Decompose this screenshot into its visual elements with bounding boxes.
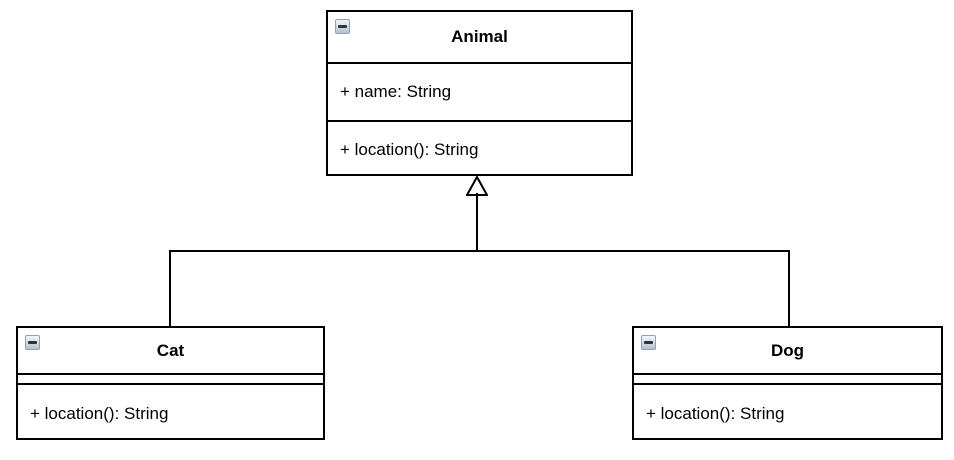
methods-compartment-dog: + location(): String (634, 383, 941, 442)
collapse-minus-icon[interactable] (335, 19, 350, 34)
methods-compartment-cat: + location(): String (18, 383, 323, 442)
class-name-dog: Dog (770, 340, 805, 360)
minus-bar (338, 25, 347, 28)
collapse-minus-icon[interactable] (641, 335, 656, 350)
class-box-dog[interactable]: Dog + location(): String (632, 326, 943, 440)
class-header-animal: Animal (328, 12, 631, 62)
collapse-minus-icon[interactable] (25, 335, 40, 350)
edge-cat-drop-line[interactable] (169, 250, 171, 326)
method-item: + location(): String (30, 403, 169, 423)
edge-stem-line[interactable] (476, 193, 478, 251)
attribute-item: + name: String (340, 82, 452, 101)
class-header-cat: Cat (18, 328, 323, 373)
minus-bar (644, 341, 653, 344)
edge-horizontal-line[interactable] (169, 250, 790, 252)
method-item: + location(): String (646, 403, 785, 423)
class-box-animal[interactable]: Animal + name: String + location(): Stri… (326, 10, 633, 176)
attributes-compartment-animal: + name: String (328, 62, 631, 120)
attributes-compartment-dog (634, 373, 941, 383)
class-name-animal: Animal (451, 27, 508, 46)
class-header-dog: Dog (634, 328, 941, 373)
class-name-cat: Cat (156, 340, 185, 360)
method-item: + location(): String (340, 140, 479, 159)
minus-bar (28, 341, 37, 344)
edge-dog-drop-line[interactable] (788, 250, 790, 326)
attributes-compartment-cat (18, 373, 323, 383)
class-box-cat[interactable]: Cat + location(): String (16, 326, 325, 440)
methods-compartment-animal: + location(): String (328, 120, 631, 178)
